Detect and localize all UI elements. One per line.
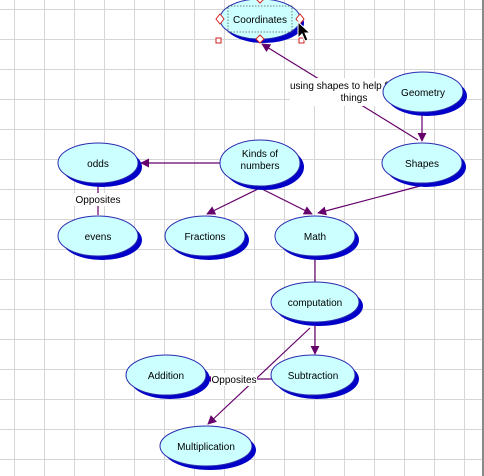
node-computation[interactable]: computation — [270, 281, 363, 326]
node-fractions[interactable]: Fractions — [164, 215, 249, 260]
edges — [97, 43, 427, 425]
edge-shapes-to-math[interactable] — [317, 185, 421, 216]
node-math[interactable]: Math — [274, 215, 359, 260]
edge-label-opposites-1: Opposites — [74, 193, 122, 206]
edge-kinds-to-fractions[interactable] — [206, 187, 261, 215]
node-geometry[interactable]: Geometry — [382, 71, 467, 116]
node-shapes[interactable]: Shapes — [381, 142, 466, 187]
node-subtraction[interactable]: Subtraction — [270, 354, 359, 399]
node-label-fractions: Fractions — [184, 232, 225, 243]
node-coordinates[interactable]: Coordinates — [219, 0, 304, 43]
arrow-pointer-icon — [297, 20, 312, 42]
edge-label-opposites-text-1: Opposites — [75, 195, 120, 206]
canvas-edge — [482, 0, 484, 476]
node-label-multiplication: Multiplication — [177, 442, 235, 453]
node-kinds-of-numbers[interactable]: Kinds of numbers — [219, 139, 304, 190]
resize-handle-bottom-right[interactable] — [298, 37, 305, 44]
node-label-computation: computation — [288, 298, 342, 309]
edge-label-using-shapes-line1: using shapes to help fi — [290, 81, 390, 92]
node-label-addition: Addition — [148, 371, 184, 382]
node-label-evens: evens — [85, 232, 112, 243]
node-label-coordinates: Coordinates — [233, 15, 287, 26]
edge-label-using-shapes-line2: things — [341, 93, 368, 104]
node-multiplication[interactable]: Multiplication — [159, 425, 256, 470]
node-label-kinds-line1: Kinds of — [242, 149, 278, 160]
edge-label-opposites-text-2: Opposites — [211, 375, 256, 386]
node-label-shapes: Shapes — [405, 159, 439, 170]
edge-label-opposites-2: Opposites — [211, 373, 257, 386]
node-odds[interactable]: odds — [57, 142, 142, 187]
node-addition[interactable]: Addition — [125, 354, 210, 399]
node-label-odds: odds — [87, 159, 109, 170]
node-label-kinds-line2: numbers — [241, 161, 280, 172]
connect-handle-bottom[interactable] — [255, 34, 265, 44]
connect-handle-left[interactable] — [215, 13, 225, 25]
edge-kinds-to-math[interactable] — [259, 187, 313, 215]
node-label-math: Math — [304, 232, 326, 243]
node-label-geometry: Geometry — [401, 88, 445, 99]
edge-computation-to-multiplication[interactable] — [207, 327, 311, 425]
resize-handle-bottom-left[interactable] — [215, 37, 222, 44]
node-evens[interactable]: evens — [57, 215, 142, 260]
node-label-subtraction: Subtraction — [288, 371, 339, 382]
connect-handle-top[interactable] — [256, 0, 264, 4]
